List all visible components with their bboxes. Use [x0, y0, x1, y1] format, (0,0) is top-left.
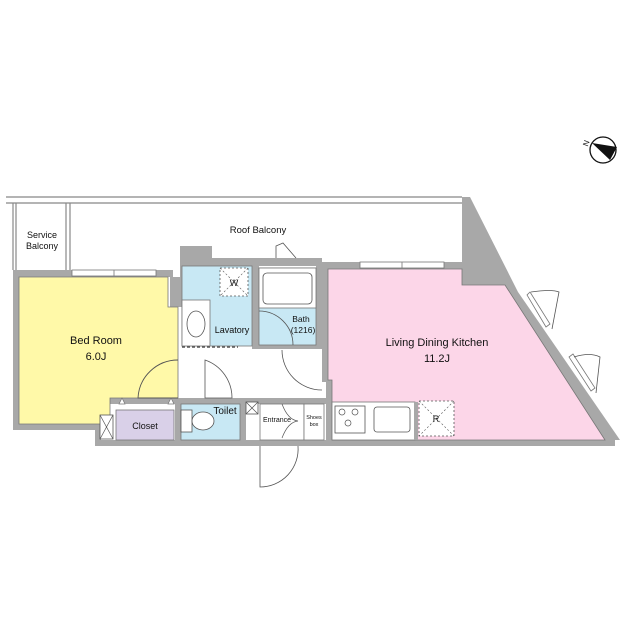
lavatory-label: Lavatory	[215, 325, 250, 335]
ldk-label: Living Dining Kitchen	[386, 337, 489, 349]
compass-n-label: N	[581, 139, 592, 148]
living-dining-kitchen	[327, 268, 606, 441]
toilet-label: Toilet	[213, 406, 237, 417]
service-balcony-line1: Service	[27, 230, 57, 240]
entry-door[interactable]	[259, 445, 299, 488]
compass: N	[581, 136, 617, 164]
washer-label: W	[230, 278, 239, 288]
north-arrow-icon	[592, 143, 617, 160]
closet-label: Closet	[132, 421, 158, 431]
closet	[115, 409, 175, 441]
ldk-size: 11.2J	[424, 353, 450, 365]
balcony-rails	[6, 196, 462, 270]
bedroom-label: Bed Room	[70, 335, 122, 347]
balcony-windows	[526, 290, 601, 394]
fridge-label: R	[433, 414, 440, 424]
kitchen-sink-icon	[373, 406, 411, 433]
shoes-box-line2: box	[310, 422, 319, 428]
entrance-label: Entrance	[263, 417, 291, 424]
balcony-door-1[interactable]	[530, 290, 560, 330]
bedroom-size: 6.0J	[86, 351, 107, 363]
shoes-box-line1: Shoes	[306, 415, 322, 421]
bath-label: Bath	[292, 314, 310, 324]
bath-door[interactable]	[258, 310, 294, 346]
balcony-door-2[interactable]	[573, 354, 601, 394]
bathtub-icon	[262, 272, 313, 305]
structural-wall	[462, 197, 518, 292]
ldk-door[interactable]	[281, 349, 323, 391]
sink-icon	[186, 310, 206, 338]
bedroom-door[interactable]	[137, 359, 179, 399]
toilet-bowl-icon	[191, 411, 215, 431]
roof-balcony-label: Roof Balcony	[230, 225, 287, 236]
service-balcony-line2: Balcony	[26, 241, 59, 251]
bath-window	[275, 242, 297, 259]
shoes-box	[303, 403, 325, 441]
bath-size: (1216)	[291, 325, 316, 335]
toilet-door[interactable]	[204, 359, 233, 399]
stove-icon	[334, 405, 366, 434]
entrance	[259, 403, 305, 441]
